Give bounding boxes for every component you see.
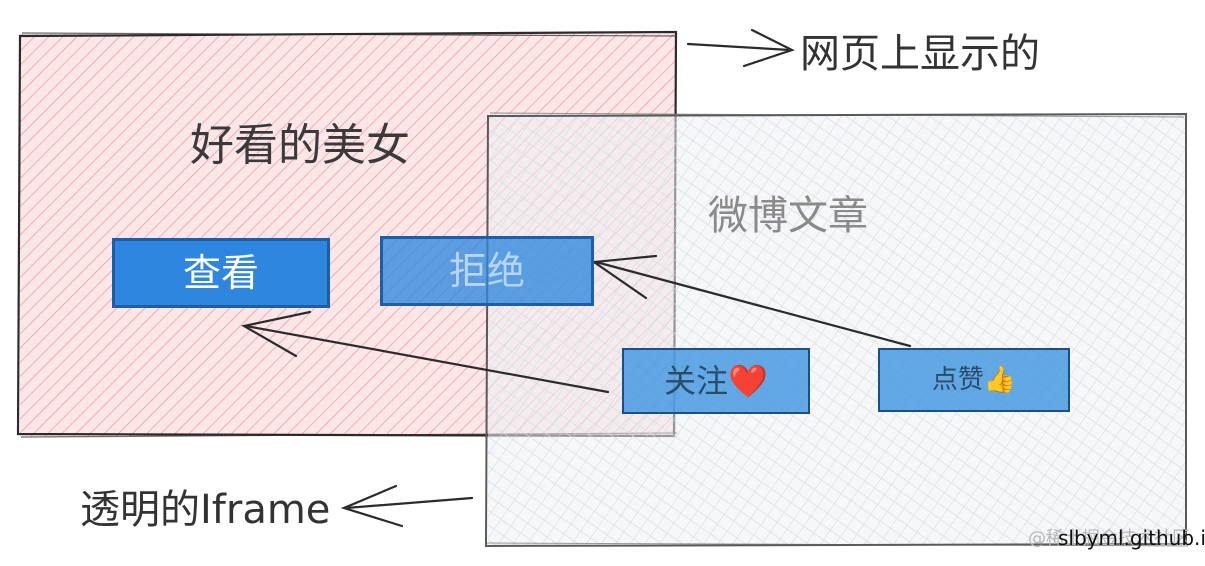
arrow-follow-to-view xyxy=(240,310,610,394)
right-box-title: 微博文章 xyxy=(708,193,868,239)
arrow-like-to-reject xyxy=(590,254,912,348)
left-box-title: 好看的美女 xyxy=(190,120,410,171)
view-button[interactable]: 查看 xyxy=(112,238,330,308)
arrow-bottom xyxy=(340,484,474,528)
label-page-display: 网页上显示的 xyxy=(800,31,1040,77)
watermark-front: slbyml.github.io xyxy=(1058,526,1205,550)
like-button[interactable]: 点赞👍 xyxy=(878,348,1070,412)
follow-button[interactable]: 关注❤️ xyxy=(622,348,810,414)
label-transparent-iframe: 透明的Iframe xyxy=(80,487,331,533)
right-iframe-box xyxy=(484,112,1189,548)
arrow-top xyxy=(686,28,795,68)
watermark-back: @稀土掘金技术社区 xyxy=(1028,528,1190,549)
reject-button[interactable]: 拒绝 xyxy=(380,236,594,306)
